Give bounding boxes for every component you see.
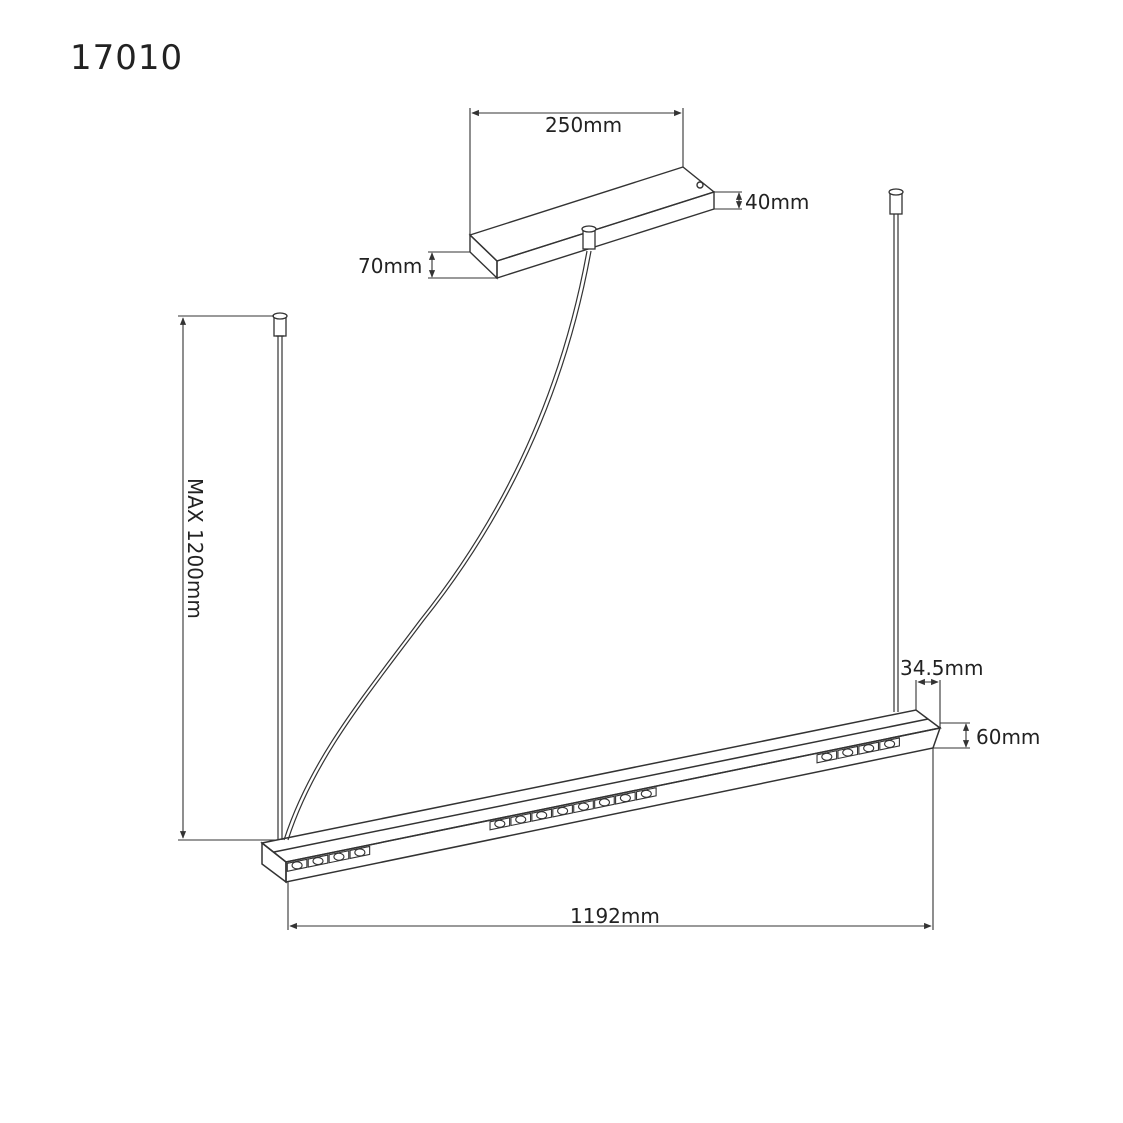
- dim-canopy-length: [469, 108, 684, 235]
- led-module: [594, 795, 615, 810]
- dim-canopy-height: [428, 251, 497, 279]
- dim-cable-length: [178, 315, 278, 841]
- label-canopy-depth: 40mm: [745, 190, 809, 214]
- led-module: [328, 850, 350, 864]
- cable-grip-canopy: [581, 225, 597, 250]
- ceiling-canopy: [468, 166, 716, 280]
- suspension-wires: [277, 214, 899, 840]
- cable-grips: [272, 188, 904, 337]
- label-cable-length: MAX 1200mm: [183, 478, 207, 619]
- led-module: [489, 817, 511, 831]
- cable-grip-left: [272, 312, 288, 337]
- led-modules: [286, 737, 900, 873]
- led-module: [510, 812, 532, 827]
- model-number: 17010: [70, 38, 184, 78]
- dim-profile-width: [915, 678, 941, 728]
- label-profile-height: 60mm: [976, 725, 1040, 749]
- dim-fixture-length: [287, 748, 934, 930]
- led-module: [552, 804, 573, 818]
- dimension-lines: [178, 108, 970, 930]
- led-module: [879, 737, 900, 751]
- led-module: [635, 787, 657, 801]
- label-profile-width: 34.5mm: [900, 656, 984, 680]
- led-module: [349, 845, 371, 860]
- dim-profile-height: [933, 722, 970, 749]
- led-module: [307, 854, 329, 868]
- led-module: [286, 858, 308, 873]
- dim-canopy-depth: [714, 191, 743, 210]
- cable-grip-right: [888, 188, 904, 215]
- led-module: [816, 750, 838, 764]
- led-module: [615, 791, 636, 805]
- label-fixture-length: 1192mm: [570, 904, 660, 928]
- led-module: [858, 741, 880, 755]
- led-module: [837, 745, 859, 760]
- label-canopy-length: 250mm: [545, 113, 622, 137]
- power-cord: [283, 250, 592, 841]
- led-module: [531, 808, 553, 822]
- label-canopy-height: 70mm: [358, 254, 422, 278]
- led-module: [573, 799, 594, 814]
